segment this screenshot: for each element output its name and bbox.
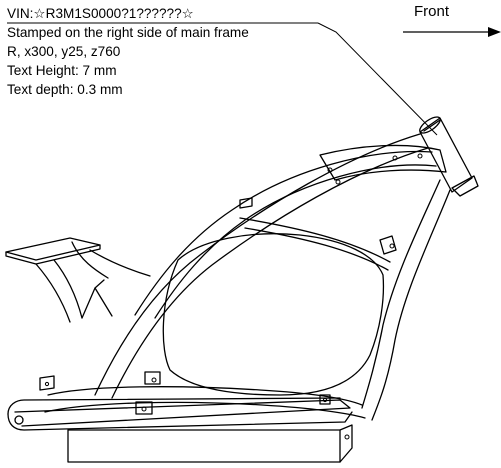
- bottom-rail-upper: [14, 399, 351, 427]
- text-depth-spec: Text depth: 0.3 mm: [7, 82, 123, 97]
- front-direction-label: Front: [414, 3, 450, 20]
- seat-bracket: [5, 237, 151, 323]
- text-height-spec: Text Height: 7 mm: [7, 63, 117, 78]
- right-arrow-icon: [403, 27, 501, 37]
- top-tube-inner: [111, 147, 429, 399]
- down-tube-outer: [371, 189, 451, 421]
- skid-plate: [67, 429, 341, 463]
- head-gusset: [319, 144, 447, 181]
- vin-annotation: VIN:☆R3M1S0000?1??????☆ Stamped on the r…: [7, 4, 249, 99]
- front-cross-tube: [239, 217, 391, 263]
- stamp-coordinates-text: R, x300, y25, z760: [7, 44, 121, 59]
- mounting-holes: [44, 153, 423, 440]
- leader-line: [7, 22, 438, 136]
- bottom-rail-lower: [7, 397, 341, 415]
- mount-tabs: [39, 197, 397, 415]
- steering-head-tube: [419, 116, 479, 197]
- top-tube-outer: [94, 133, 421, 396]
- cradle-loop: [162, 233, 385, 396]
- backbone-tube-outer: [134, 150, 433, 316]
- backbone-tube-inner: [154, 164, 437, 319]
- down-tube-inner: [361, 179, 441, 409]
- main-frame-outline: [5, 116, 479, 463]
- vin-text: VIN:☆R3M1S0000?1??????☆: [7, 6, 194, 21]
- stamp-location-text: Stamped on the right side of main frame: [7, 25, 249, 40]
